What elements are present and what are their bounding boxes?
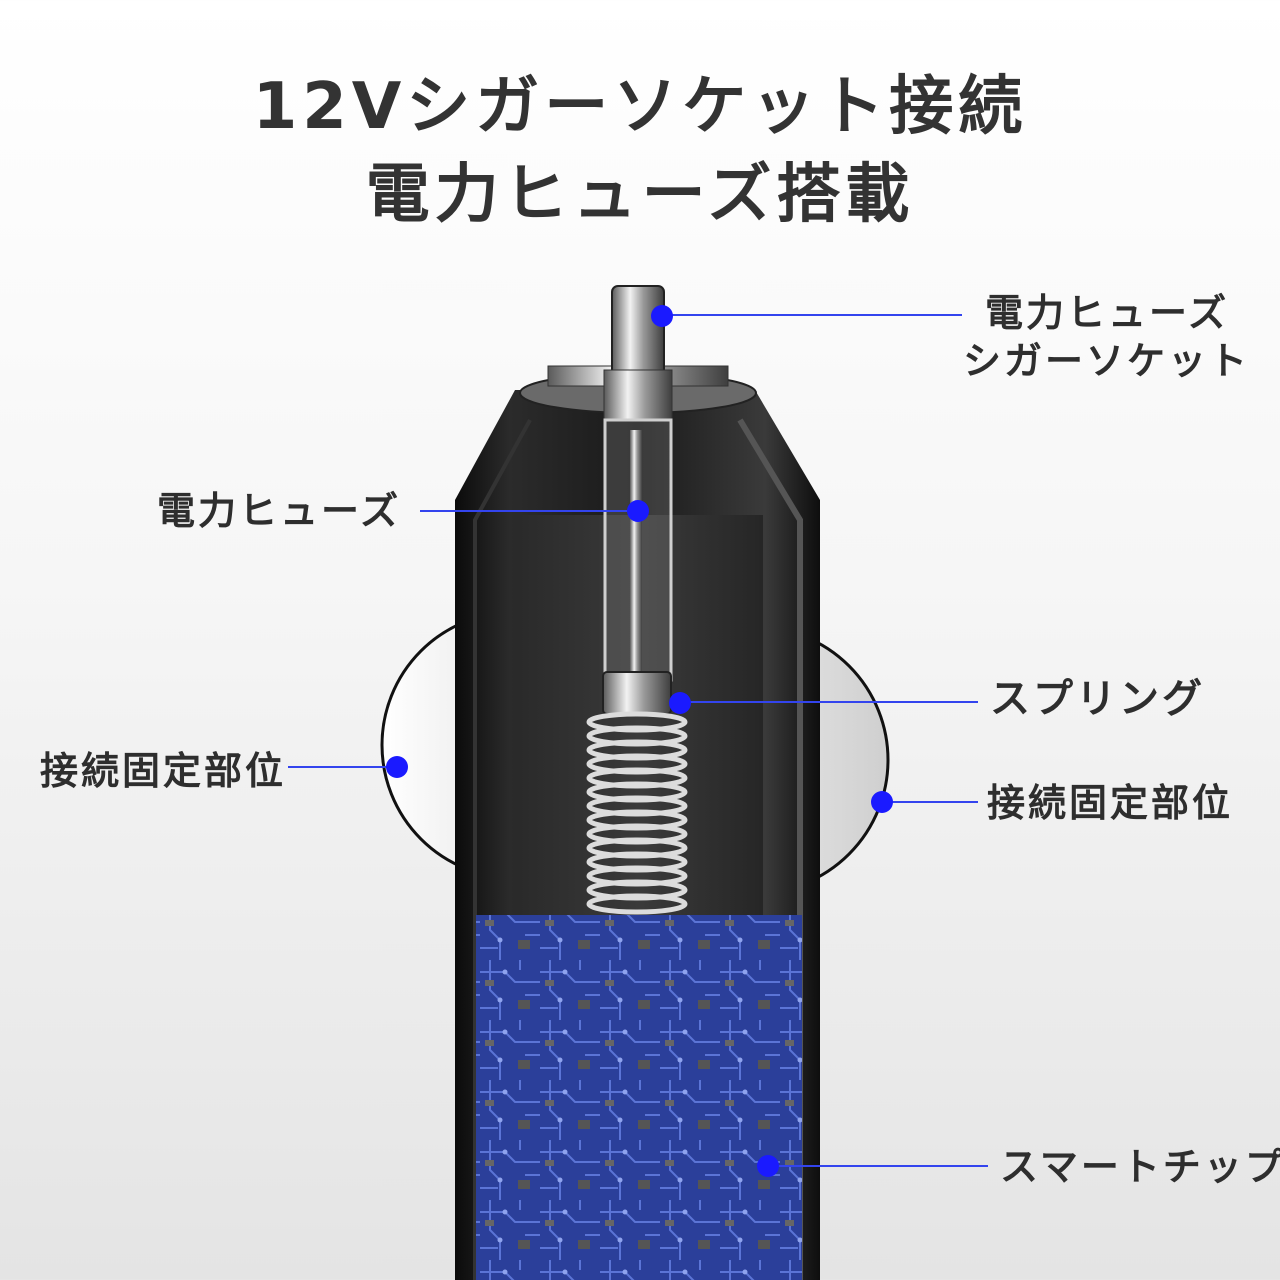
label-spring: スプリング: [990, 676, 1205, 722]
marker-clip-right: [871, 791, 893, 813]
spring: [586, 711, 688, 915]
title-line-2: 電力ヒューズ搭載: [365, 158, 915, 232]
spring-coil: [586, 893, 688, 915]
pcb-board: [476, 915, 802, 1280]
marker-fuse: [627, 500, 649, 522]
marker-spring: [669, 692, 691, 714]
label-clip-right: 接続固定部位: [987, 781, 1234, 825]
title-line-1: 12Vシガーソケット接続: [252, 70, 1028, 144]
spring-cap: [602, 671, 672, 715]
label-fuse-socket-line1: 電力ヒューズ: [985, 291, 1230, 335]
label-smart-chip: スマートチップ: [1000, 1145, 1280, 1189]
label-fuse-socket-line2: シガーソケット: [963, 338, 1251, 383]
marker-tip: [651, 305, 673, 327]
label-fuse-socket: 電力ヒューズ シガーソケット: [963, 290, 1250, 385]
marker-chip: [757, 1155, 779, 1177]
marker-clip-left: [386, 756, 408, 778]
label-fuse: 電力ヒューズ: [157, 489, 402, 533]
label-clip-left: 接続固定部位: [40, 749, 287, 793]
